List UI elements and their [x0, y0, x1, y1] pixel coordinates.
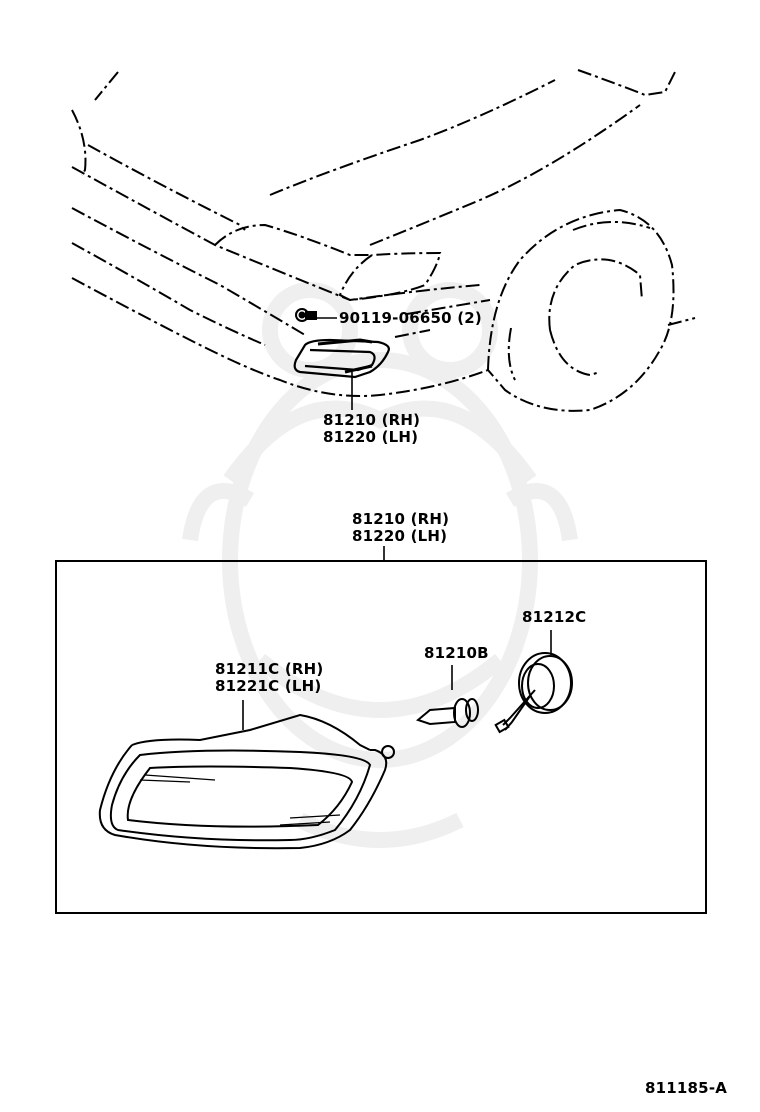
installed-lamp-label: 81210 (RH) 81220 (LH)	[323, 412, 420, 446]
watermark-emblem	[182, 282, 578, 848]
diagram-id: 811185-A	[645, 1079, 728, 1097]
assembly-label: 81210 (RH) 81220 (LH)	[352, 511, 449, 545]
lens-rh-part-number: 81211C (RH)	[215, 660, 324, 678]
lens-lh-part-number: 81221C (LH)	[215, 677, 322, 695]
vehicle-outline	[71, 69, 696, 412]
socket-part-number: 81212C	[522, 608, 587, 626]
lamp-rh-part-number: 81210 (RH)	[323, 411, 421, 429]
socket-drawing	[494, 652, 573, 734]
assembly-rh-part-number: 81210 (RH)	[352, 510, 450, 528]
lamp-lh-part-number: 81220 (LH)	[323, 428, 419, 446]
socket-label: 81212C	[522, 609, 586, 626]
lens-housing-label: 81211C (RH) 81221C (LH)	[215, 661, 323, 695]
bulb-drawing	[415, 698, 479, 728]
leader-lines	[242, 317, 552, 730]
lens-housing-drawing	[98, 713, 395, 850]
bolt-drawing	[295, 308, 317, 322]
exploded-view-frame	[55, 560, 707, 914]
bulb-label: 81210B	[424, 645, 489, 662]
bulb-part-number: 81210B	[424, 644, 489, 662]
installed-lamp-drawing	[293, 338, 390, 379]
assembly-lh-part-number: 81220 (LH)	[352, 527, 448, 545]
bolt-part-number: 90119-06650 (2)	[339, 309, 482, 327]
bolt-label: 90119-06650 (2)	[339, 310, 482, 327]
